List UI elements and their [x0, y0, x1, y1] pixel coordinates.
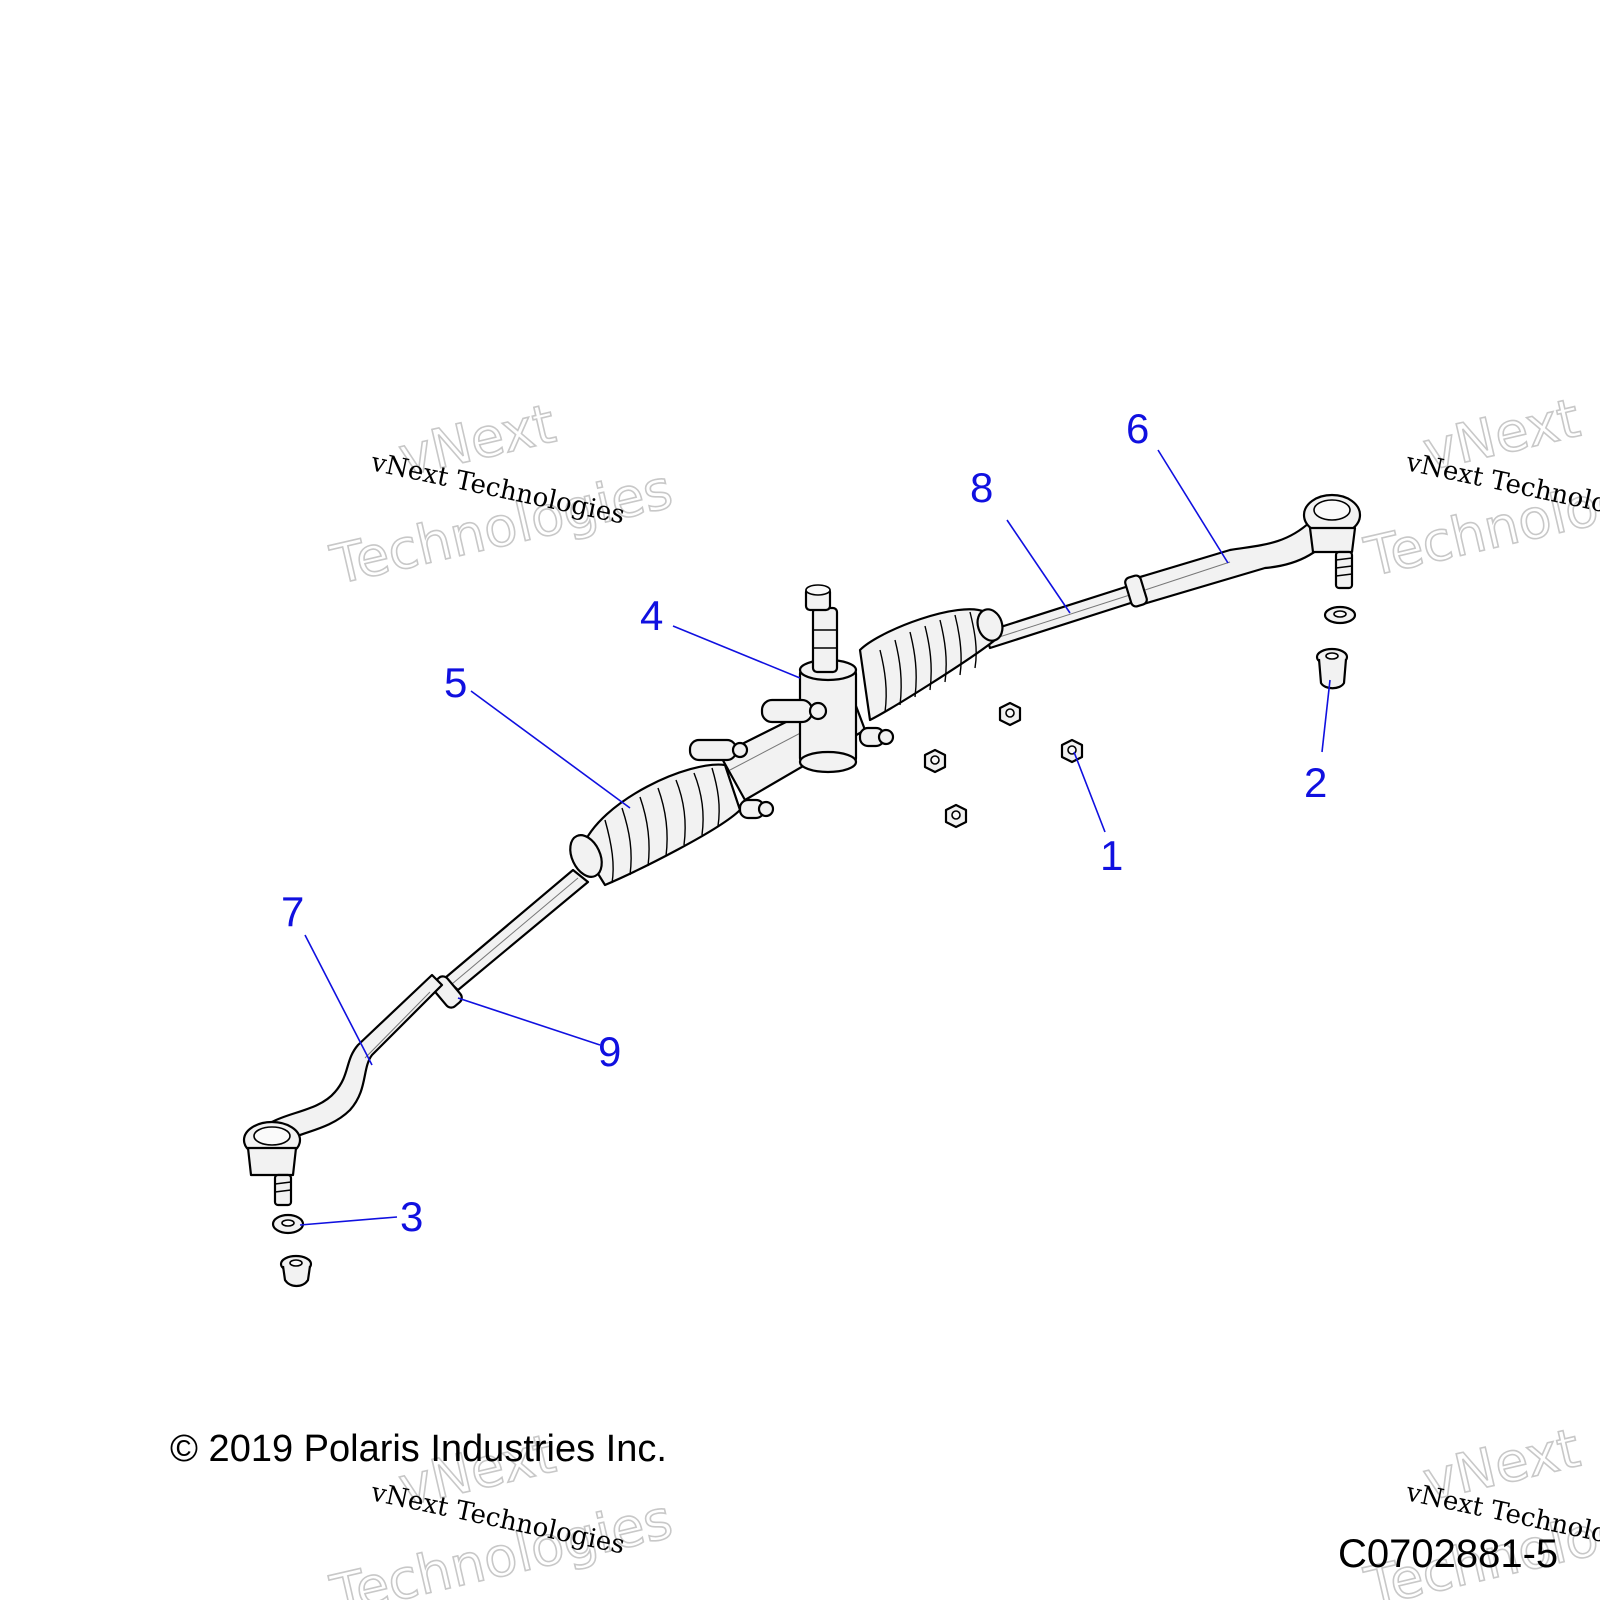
right-castle-nut	[1315, 647, 1349, 690]
callout-1: 1	[1100, 832, 1123, 879]
right-inner-tie-rod	[983, 582, 1142, 650]
right-bellows-boot	[858, 608, 1004, 722]
copyright-notice: © 2019 Polaris Industries Inc.	[170, 1428, 667, 1470]
figure-code: C0702881-5	[1338, 1532, 1559, 1576]
callouts: 1 2 3 4 5 6 7 8 9	[281, 405, 1327, 1240]
callout-6: 6	[1126, 405, 1149, 452]
left-inner-tie-rod	[431, 868, 590, 1009]
left-washer	[271, 1213, 305, 1235]
callout-7: 7	[281, 888, 304, 935]
left-castle-nut	[279, 1254, 313, 1288]
callout-9: 9	[598, 1028, 621, 1075]
right-washer	[1323, 605, 1357, 625]
callout-2: 2	[1304, 759, 1327, 806]
leader-lines	[299, 449, 1331, 1226]
hex-nut	[1060, 738, 1084, 764]
callout-8: 8	[970, 464, 993, 511]
hex-nut	[998, 701, 1022, 727]
pinion-housing	[760, 584, 895, 774]
left-bellows-boot	[569, 738, 775, 887]
right-tie-rod-end	[1124, 493, 1362, 608]
hex-nut	[944, 803, 968, 829]
left-tie-rod-end	[242, 973, 444, 1207]
hex-nut	[923, 748, 947, 774]
callout-3: 3	[400, 1193, 423, 1240]
callout-4: 4	[640, 592, 663, 639]
callout-5: 5	[444, 659, 467, 706]
